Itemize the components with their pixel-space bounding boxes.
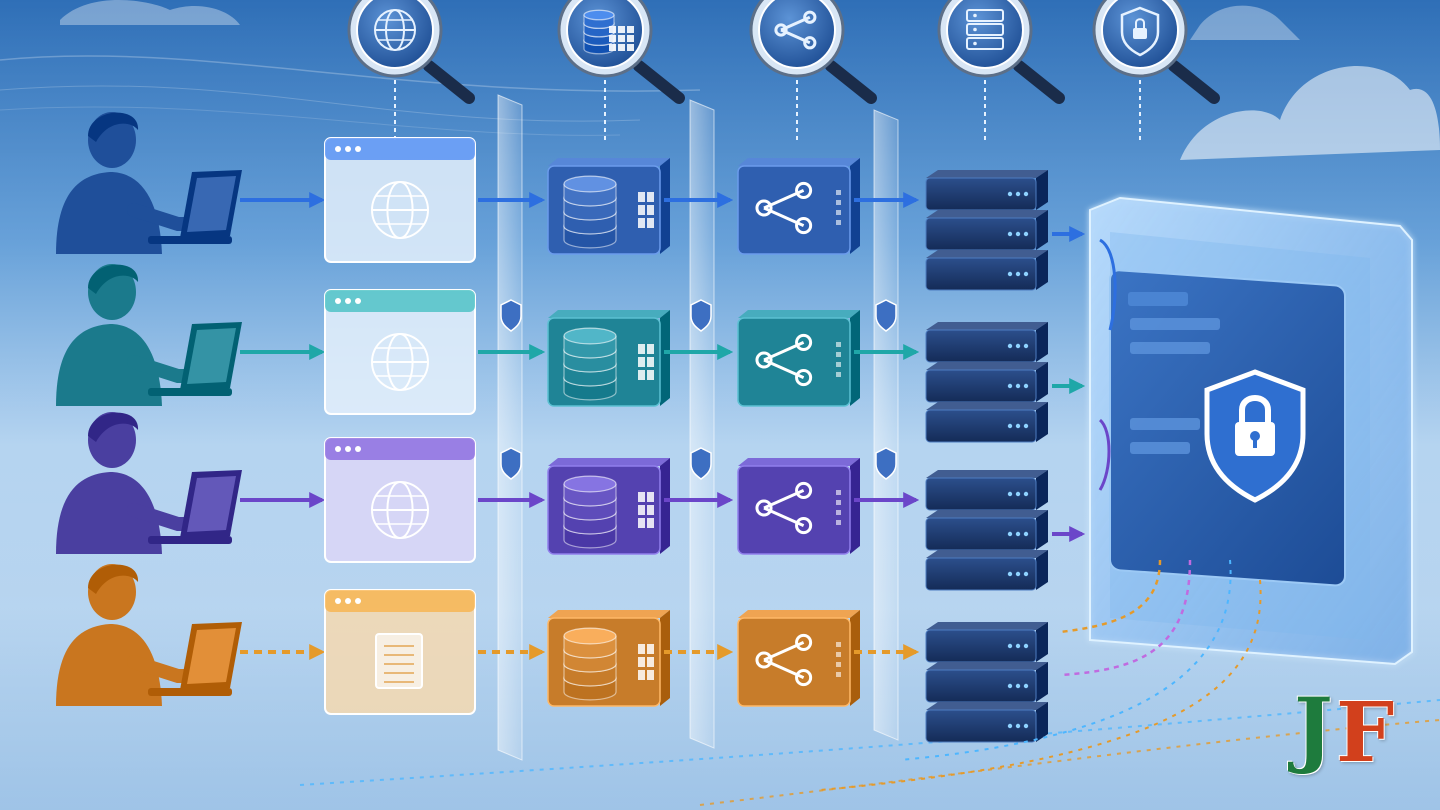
magnifier-row [347, 0, 1220, 140]
flow-row [56, 264, 1086, 443]
cloud [1190, 5, 1300, 41]
database-node [547, 610, 670, 707]
shield-icon [500, 447, 522, 480]
share-icon [755, 481, 813, 535]
globe-icon [371, 481, 429, 539]
security-cabinet [819, 196, 1413, 791]
shield-icon [690, 447, 712, 480]
logo-letter-j: J [1294, 681, 1333, 777]
server-rack [925, 322, 1048, 443]
cloud [1180, 66, 1440, 160]
network-node [737, 458, 860, 555]
logo-letter-f: F [1336, 685, 1395, 781]
share-icon [774, 10, 817, 50]
server-rack [925, 170, 1048, 291]
database-grid-icon [583, 9, 634, 55]
jf-logo: J F [1290, 684, 1410, 780]
magnifier [347, 0, 475, 140]
browser-window [324, 589, 476, 715]
cloud [60, 0, 240, 25]
database-icon [563, 327, 617, 401]
glass-partitions [497, 94, 899, 761]
document-icon [375, 633, 423, 689]
magnifier [749, 0, 877, 140]
lock-shield-icon [1204, 369, 1306, 503]
shield-icon [875, 447, 897, 480]
magnifier [557, 0, 685, 140]
magnifier [937, 0, 1065, 140]
database-node [547, 458, 670, 555]
database-node [547, 158, 670, 255]
shield-icon [875, 299, 897, 332]
globe-icon [371, 181, 429, 239]
browser-window [324, 437, 476, 563]
lock-shield-icon [1120, 6, 1160, 57]
flow-row [56, 564, 1048, 743]
flow-rows [56, 112, 1086, 743]
share-icon [755, 181, 813, 235]
network-node [737, 610, 860, 707]
magnifier [1092, 0, 1220, 140]
browser-window [324, 289, 476, 415]
database-icon [563, 175, 617, 249]
glass-partition [873, 109, 899, 741]
browser-window [324, 137, 476, 263]
user-orange [56, 564, 242, 706]
share-icon [755, 633, 813, 687]
glass-partition [497, 94, 523, 761]
network-node [737, 310, 860, 407]
server-icon [966, 9, 1004, 50]
globe-icon [371, 333, 429, 391]
user-teal [56, 264, 242, 406]
globe-icon [374, 9, 416, 51]
server-rack [925, 622, 1048, 743]
glass-partition [689, 99, 715, 749]
shield-icon [500, 299, 522, 332]
network-node [737, 158, 860, 255]
database-node [547, 310, 670, 407]
secure-screen-content [1128, 292, 1220, 454]
user-purple [56, 412, 242, 554]
flow-row [56, 412, 1086, 591]
database-icon [563, 475, 617, 549]
server-rack [925, 470, 1048, 591]
flow-row [56, 112, 1086, 291]
shield-icon [690, 299, 712, 332]
user-blue [56, 112, 242, 254]
share-icon [755, 333, 813, 387]
database-icon [563, 627, 617, 701]
